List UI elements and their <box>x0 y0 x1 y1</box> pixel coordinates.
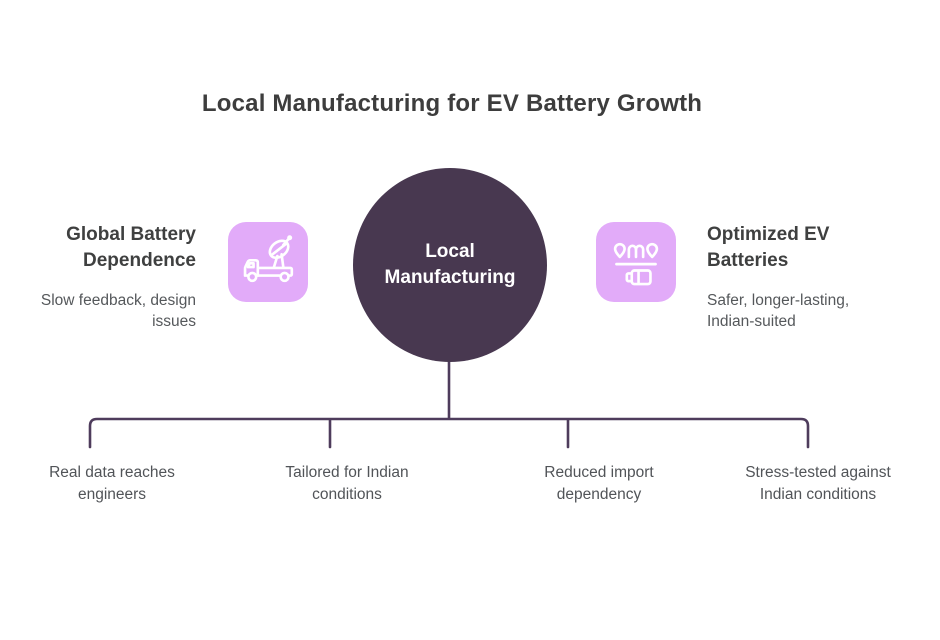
bracket-line <box>88 417 810 449</box>
left-item-description: Slow feedback, design issues <box>40 292 196 330</box>
right-item-heading: Optimized EV Batteries <box>707 224 830 271</box>
right-item: Optimized EV Batteries Safer, longer-las… <box>707 222 885 332</box>
center-node-label: Local Manufacturing <box>384 241 516 288</box>
branch-label-2: Tailored for Indian conditions <box>285 464 409 503</box>
branch-label-4: Stress-tested against Indian conditions <box>745 464 891 503</box>
left-item: Global Battery Dependence Slow feedback,… <box>10 222 196 332</box>
left-item-heading: Global Battery Dependence <box>66 224 196 271</box>
right-item-description: Safer, longer-lasting, Indian-suited <box>707 292 850 330</box>
branch-label-1: Real data reaches engineers <box>49 464 175 503</box>
battery-production-line-icon <box>596 222 676 302</box>
center-node: Local Manufacturing <box>353 168 547 362</box>
branch-label-3: Reduced import dependency <box>544 464 654 503</box>
satellite-dish-truck-icon <box>228 222 308 302</box>
page-title: Local Manufacturing for EV Battery Growt… <box>201 90 703 117</box>
